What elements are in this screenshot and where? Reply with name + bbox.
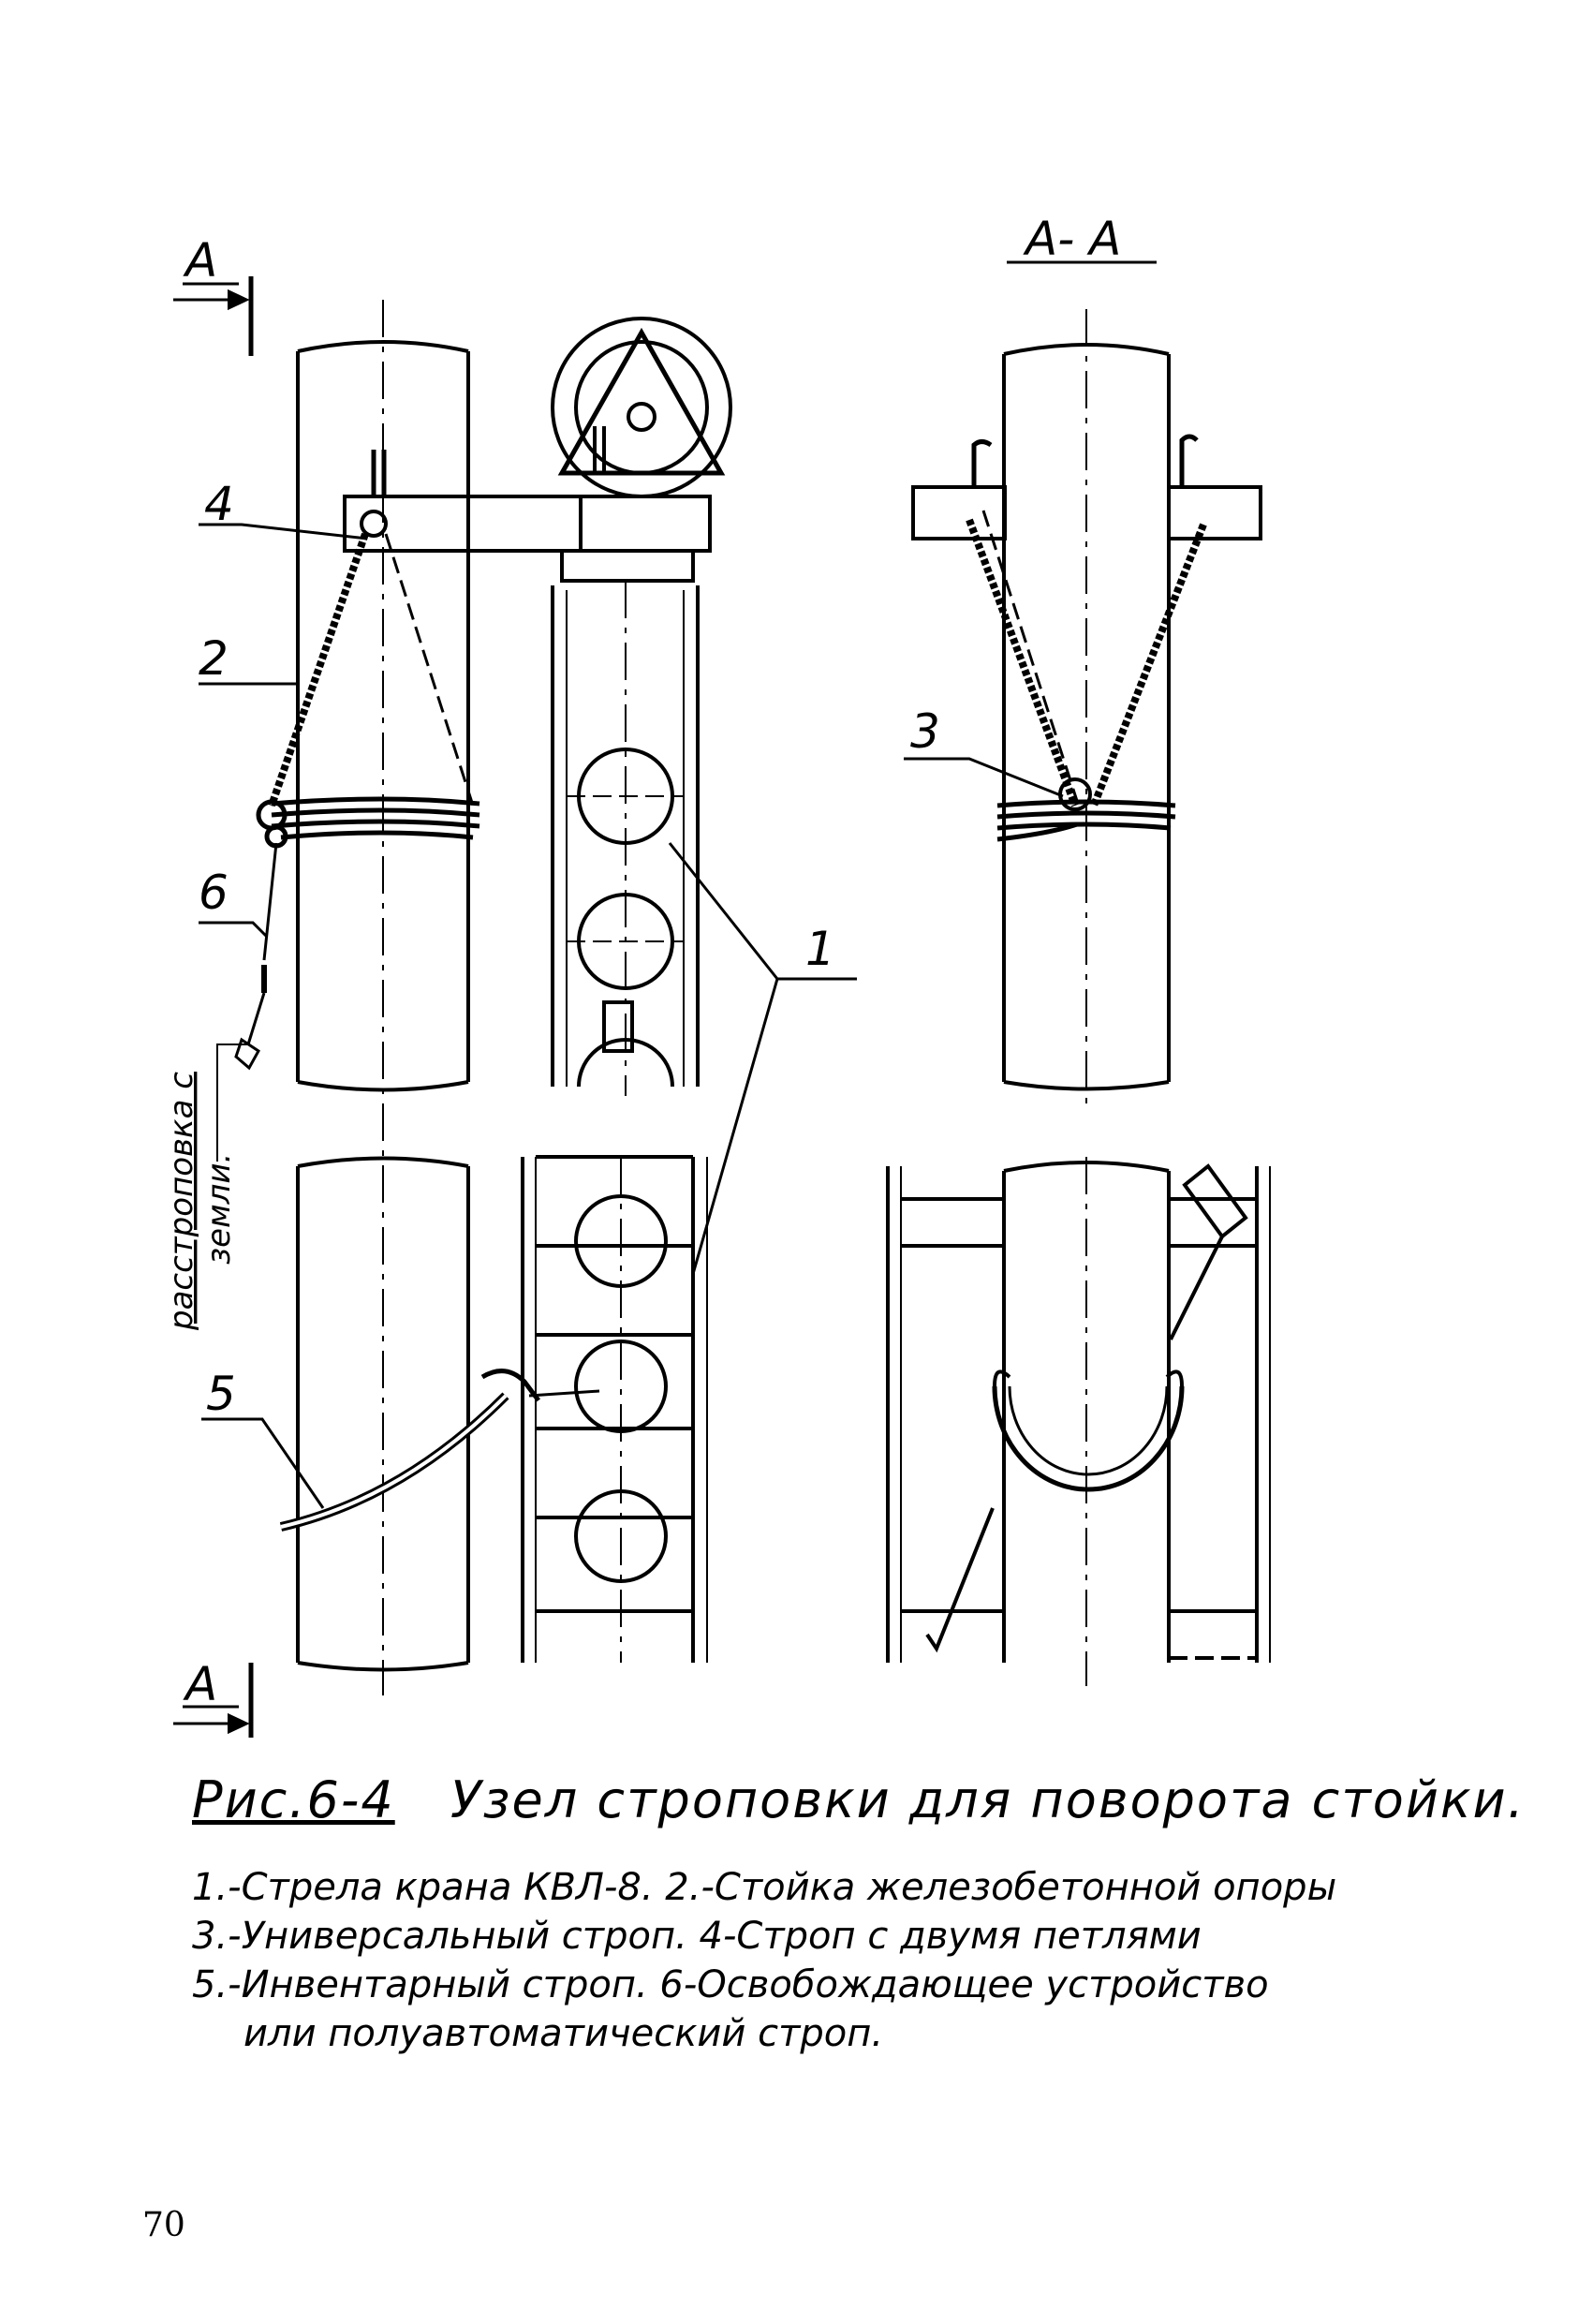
side-note-line-2: земли. <box>200 1153 238 1265</box>
legend-line: 5.-Инвентарный строп. 6-Освобождающее ус… <box>192 1963 1269 2006</box>
callout-4: 4 <box>204 477 234 531</box>
column-lower <box>296 1156 470 1672</box>
section-column-lower <box>1002 1157 1171 1686</box>
boom-lower <box>521 1155 708 1663</box>
legend-line: 3.-Универсальный строп. 4-Строп с двумя … <box>192 1915 1202 1958</box>
figure-caption: Рис.6-4 Узел строповки для поворота стой… <box>192 1770 1524 2058</box>
section-slings <box>966 510 1207 842</box>
section-boom-frame <box>886 1163 1271 1663</box>
callout-5: 5 <box>206 1367 236 1421</box>
callout-6: 6 <box>199 866 229 920</box>
section-marker-bottom <box>173 1663 254 1738</box>
section-mark-top: А <box>183 233 217 288</box>
two-loop-sling <box>268 532 475 807</box>
section-marker-top <box>173 276 254 356</box>
section-clamp <box>992 1369 1185 1492</box>
caption-title-row: Рис.6-4 Узел строповки для поворота стой… <box>192 1770 1524 1829</box>
figure-number: Рис.6-4 <box>192 1770 395 1829</box>
callout-2: 2 <box>199 631 229 686</box>
section-title: А- А <box>1023 212 1121 266</box>
callout-3: 3 <box>910 704 940 759</box>
leader-lines <box>199 260 1157 1509</box>
legend-line: или полуавтоматический строп. <box>243 2012 884 2055</box>
column-upper <box>296 340 470 1092</box>
section-column-upper <box>1002 309 1171 1105</box>
section-mark-bottom: А <box>183 1657 217 1711</box>
boom-upper <box>551 551 700 1096</box>
release-device <box>234 842 278 1071</box>
page-number: 70 <box>142 2206 185 2244</box>
callout-1: 1 <box>805 922 835 976</box>
inventory-sling <box>279 1369 600 1532</box>
section-beam <box>911 434 1262 540</box>
sling-wraps <box>256 796 480 849</box>
legend-line: 1.-Стрела крана КВЛ-8. 2.-Стойка железоб… <box>192 1866 1337 1909</box>
lifting-beam <box>343 450 712 553</box>
crane-sheave <box>551 317 732 498</box>
figure-title: Узел строповки для поворота стойки. <box>450 1770 1526 1829</box>
side-note-line-1: расстроповка с <box>163 1072 200 1331</box>
